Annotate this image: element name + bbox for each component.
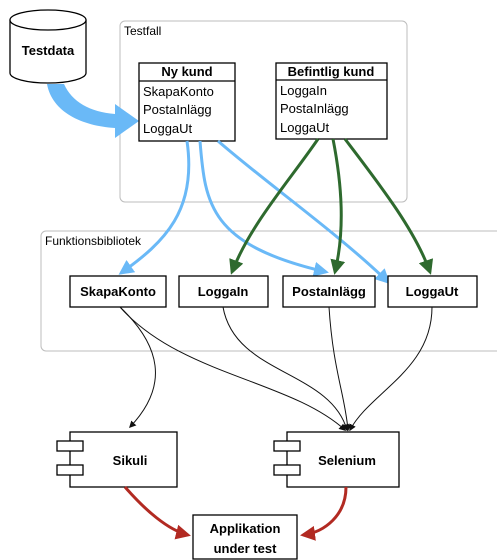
ny-kund-step: SkapaKonto bbox=[143, 84, 214, 99]
befintlig-to-loggain-arrow bbox=[229, 138, 320, 275]
selenium-component: Selenium bbox=[273, 431, 400, 488]
funktionsbibliotek-group bbox=[40, 230, 497, 352]
testdata-database: Testdata bbox=[9, 9, 87, 84]
skapakonto-to-sikuli-arrow bbox=[119, 306, 156, 429]
befintlig-kund-step: LoggaUt bbox=[280, 120, 330, 135]
sikuli-component: Sikuli bbox=[56, 431, 178, 488]
application-under-test: Applikation under test bbox=[192, 514, 298, 560]
application-label-line2: under test bbox=[214, 541, 278, 556]
befintlig-to-postainlagg-arrow bbox=[330, 138, 346, 275]
postainlagg-to-selenium-arrow bbox=[328, 306, 352, 432]
befintlig-to-loggaut-arrow bbox=[343, 138, 434, 275]
application-label-line1: Applikation bbox=[210, 521, 281, 536]
loggaut-to-selenium-arrow bbox=[349, 306, 433, 432]
ny-kund-title: Ny kund bbox=[161, 64, 212, 79]
funktionsbibliotek-group-title: Funktionsbibliotek bbox=[45, 234, 142, 248]
ny-kund-step: LoggaUt bbox=[143, 121, 193, 136]
function-label: LoggaUt bbox=[406, 284, 459, 299]
function-label: LoggaIn bbox=[198, 284, 249, 299]
befintlig-kund-step: PostaInlägg bbox=[280, 101, 349, 116]
function-label: SkapaKonto bbox=[80, 284, 156, 299]
befintlig-kund-step: LoggaIn bbox=[280, 83, 327, 98]
skapakonto-to-selenium-arrow bbox=[119, 306, 347, 431]
function-postainlagg: PostaInlägg bbox=[282, 275, 376, 308]
loggain-to-selenium-arrow bbox=[222, 306, 349, 432]
function-label: PostaInlägg bbox=[292, 284, 366, 299]
befintlig-kund-testcase: Befintlig kund LoggaIn PostaInlägg Logga… bbox=[275, 62, 388, 140]
testdata-label: Testdata bbox=[22, 43, 75, 58]
selenium-label: Selenium bbox=[318, 453, 376, 468]
sikuli-label: Sikuli bbox=[113, 453, 148, 468]
selenium-to-app-arrow bbox=[300, 486, 348, 541]
testdata-to-nykund-arrow bbox=[47, 84, 139, 138]
function-skapakonto: SkapaKonto bbox=[69, 275, 167, 308]
ny-kund-testcase: Ny kund SkapaKonto PostaInlägg LoggaUt bbox=[138, 62, 236, 142]
nykund-to-skapakonto-arrow bbox=[118, 140, 191, 275]
testfall-group-title: Testfall bbox=[124, 24, 161, 38]
ny-kund-step: PostaInlägg bbox=[143, 102, 212, 117]
befintlig-kund-title: Befintlig kund bbox=[288, 64, 375, 79]
function-loggain: LoggaIn bbox=[178, 275, 269, 308]
function-loggaut: LoggaUt bbox=[387, 275, 478, 308]
sikuli-to-app-arrow bbox=[123, 486, 191, 540]
nykund-to-loggaut-arrow bbox=[217, 139, 391, 285]
nykund-to-postainlagg-arrow bbox=[198, 140, 329, 277]
